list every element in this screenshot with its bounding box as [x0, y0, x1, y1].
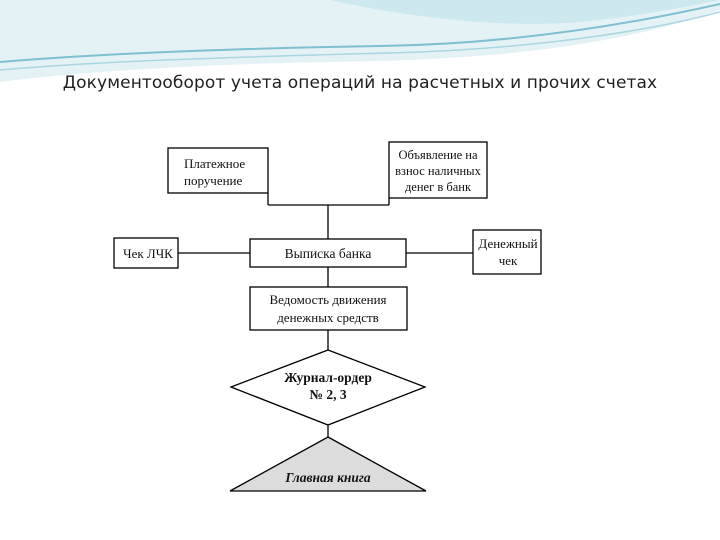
journal-order-diamond: Журнал-ордер № 2, 3	[229, 349, 427, 426]
slide-title: Документооборот учета операций на расчет…	[62, 73, 658, 93]
svg-text:денег в банк: денег в банк	[405, 180, 472, 194]
svg-text:Выписка банка: Выписка банка	[285, 246, 372, 261]
general-ledger-triangle: Главная книга	[229, 436, 427, 492]
svg-text:Платежное: Платежное	[184, 156, 245, 171]
cash-deposit-notice-box: Объявление на взнос наличных денег в бан…	[388, 141, 488, 199]
cash-check-box: Денежный чек	[472, 229, 542, 275]
payment-order-box: Платежное поручение	[167, 147, 269, 194]
svg-text:№ 2, 3: № 2, 3	[309, 387, 346, 402]
svg-text:чек: чек	[499, 253, 518, 268]
svg-text:Ведомость движения: Ведомость движения	[270, 292, 387, 307]
svg-text:Денежный: Денежный	[478, 236, 537, 251]
svg-text:поручение: поручение	[184, 173, 243, 188]
svg-text:Чек ЛЧК: Чек ЛЧК	[123, 246, 173, 261]
svg-text:Журнал-ордер: Журнал-ордер	[284, 370, 372, 385]
cash-flow-register-box: Ведомость движения денежных средств	[249, 286, 408, 331]
svg-text:взнос наличных: взнос наличных	[395, 164, 481, 178]
svg-text:Объявление на: Объявление на	[398, 148, 478, 162]
header-wave-decoration	[0, 0, 720, 82]
svg-text:Главная книга: Главная книга	[284, 470, 371, 485]
check-lchk-box: Чек ЛЧК	[113, 237, 179, 269]
bank-statement-box: Выписка банка	[249, 238, 407, 268]
svg-text:денежных средств: денежных средств	[277, 310, 379, 325]
